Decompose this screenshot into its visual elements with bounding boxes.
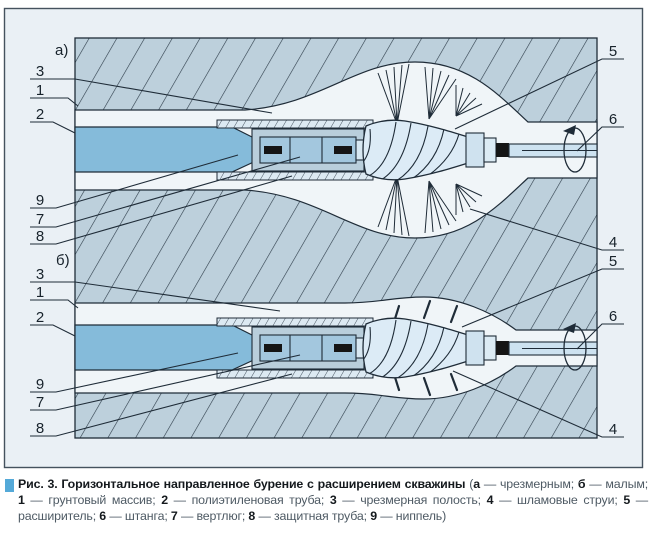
leader-2a (30, 121, 76, 134)
jet-tick-top-3 (449, 304, 459, 324)
leader-4b (452, 370, 624, 438)
part-label-1b: 1 (36, 284, 44, 301)
swivel-assembly-a (251, 128, 369, 172)
polyethylene-pipe-a (74, 126, 259, 173)
leader-8b (30, 373, 293, 437)
part-label-9a: 9 (36, 192, 44, 209)
part-label-1a: 1 (36, 82, 44, 99)
expander-a (362, 119, 509, 181)
leader-5b (461, 268, 624, 328)
polyethylene-pipe-b (74, 324, 259, 371)
protective-tube-top-a (216, 119, 374, 129)
expander-bulb-b (362, 317, 469, 379)
swivel-seal-b (334, 344, 352, 352)
swivel-assembly-b (251, 326, 369, 370)
drill-rod-a (508, 125, 598, 173)
leader-3a (30, 78, 273, 114)
leader-3b (30, 281, 281, 312)
protective-tube-top-b (216, 317, 374, 327)
part-label-3a: 3 (36, 63, 44, 80)
jet-fan-top-1 (377, 63, 410, 125)
part-label-9b: 9 (36, 376, 44, 393)
rod-connector-b (496, 341, 509, 355)
part-label-5a: 5 (609, 43, 617, 60)
leader-2b (30, 324, 76, 337)
swivel-seal-a (334, 146, 352, 154)
swivel-dividers-a (289, 137, 323, 163)
expander-hub-a (483, 137, 497, 163)
nipple-seal-a (264, 146, 282, 154)
leader-9a (30, 154, 239, 209)
protective-tube-bottom-b (216, 369, 374, 379)
nipple-seal-b (264, 344, 282, 352)
jet-fan-top-2 (424, 66, 457, 120)
drill-rod-b (508, 323, 598, 371)
leader-7b (30, 354, 301, 411)
leader-5a (454, 58, 624, 130)
expander-collar-b (465, 330, 485, 366)
leader-6a (576, 126, 624, 152)
leader-1b (30, 299, 79, 309)
leader-7a (30, 156, 301, 228)
part-label-7b: 7 (36, 394, 44, 411)
jet-tick-bottom-2 (422, 376, 432, 397)
rotation-arrowhead-icon (563, 323, 576, 333)
part-label-6a: 6 (609, 111, 617, 128)
jet-fan-bottom-3 (455, 183, 483, 215)
caption-marker-icon (5, 479, 14, 492)
figure-caption: Рис. 3. Горизонтальное направленное буре… (0, 473, 655, 525)
leader-9b (30, 352, 239, 393)
jet-tick-bottom-3 (449, 372, 459, 392)
hdd-drilling-diagram: а) 3 1 2 9 7 8 5 6 4 (3, 7, 644, 469)
rod-connector-a (496, 143, 509, 157)
leader-1a (30, 97, 79, 107)
part-label-3b: 3 (36, 266, 44, 283)
part-label-8b: 8 (36, 420, 44, 437)
expander-b (362, 317, 509, 379)
part-label-4b: 4 (609, 421, 617, 438)
panel-letter-a: а) (55, 42, 68, 59)
labels-a: а) 3 1 2 9 7 8 5 6 4 (36, 42, 617, 251)
panel-letter-b: б) (56, 252, 70, 269)
part-label-2b: 2 (36, 309, 44, 326)
caption-text: Рис. 3. Горизонтальное направленное буре… (18, 477, 649, 523)
labels-b: б) 3 1 2 9 7 8 5 6 4 (36, 252, 617, 438)
swivel-dividers-b (289, 335, 323, 361)
jet-fan-bottom-1 (377, 175, 410, 237)
leader-8a (30, 175, 293, 245)
rotation-arrowhead-icon (563, 125, 576, 135)
jet-fan-bottom-2 (424, 180, 457, 234)
part-label-7a: 7 (36, 211, 44, 228)
part-label-2a: 2 (36, 106, 44, 123)
part-label-8a: 8 (36, 228, 44, 245)
expander-hub-b (483, 335, 497, 361)
expander-blades-a (363, 121, 460, 180)
part-label-4a: 4 (609, 234, 617, 251)
jet-tick-top-2 (422, 299, 432, 320)
part-label-6b: 6 (609, 308, 617, 325)
protective-tube-bottom-a (216, 171, 374, 181)
part-label-5b: 5 (609, 253, 617, 270)
panel-b: б) 3 1 2 9 7 8 5 6 4 (30, 252, 624, 438)
leader-4a (469, 208, 624, 251)
expander-collar-a (465, 132, 485, 168)
expander-blades-b (363, 319, 460, 378)
slurry-jets-a (377, 63, 483, 237)
panel-a: а) 3 1 2 9 7 8 5 6 4 (30, 42, 624, 251)
jet-fan-top-3 (455, 85, 483, 117)
expander-bulb-a (362, 119, 469, 181)
leader-lines-a (30, 58, 624, 251)
leader-6b (576, 323, 624, 350)
leader-lines-b (30, 268, 624, 438)
